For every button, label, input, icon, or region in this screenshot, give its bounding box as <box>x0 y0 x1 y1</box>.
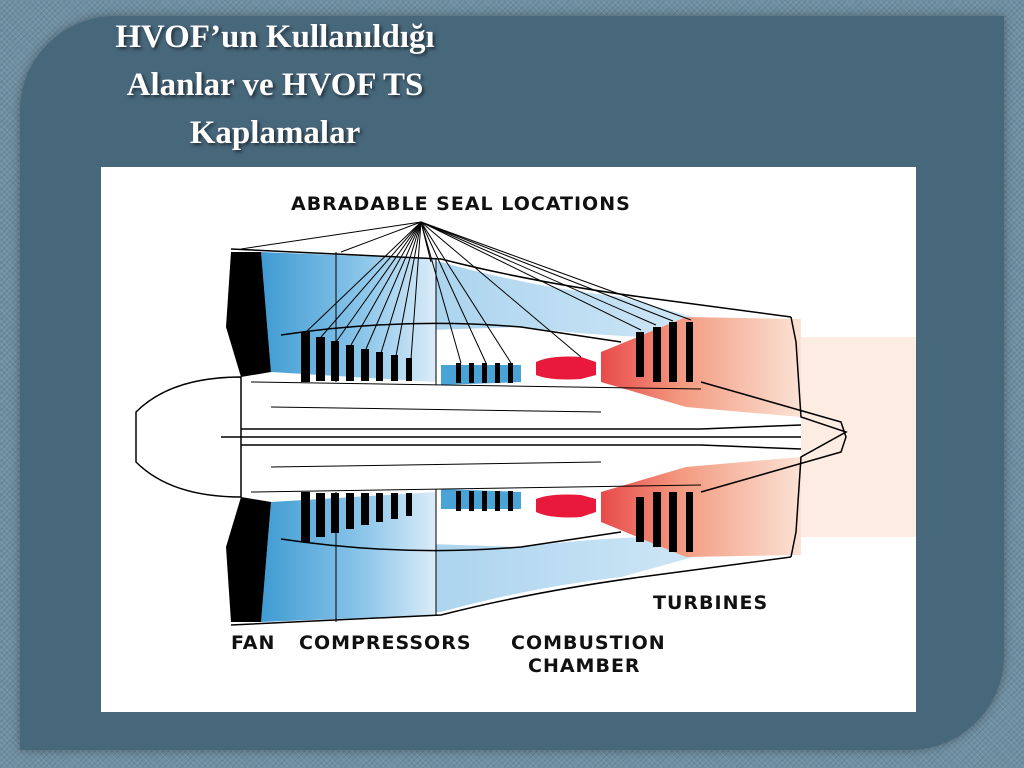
exhaust-plume <box>801 337 916 537</box>
hp-compressor-blades <box>456 363 513 511</box>
engine-cross-section: ABRADABLE SEAL LOCATIONS FAN COMPRESSORS… <box>135 193 916 677</box>
nacelle-outline <box>135 248 848 626</box>
fan-blade-lower <box>226 497 271 622</box>
compressor-blades-upper <box>301 332 412 382</box>
fan-blade-upper <box>226 252 271 377</box>
combustor-upper <box>536 356 596 380</box>
combustor-lower <box>536 494 596 518</box>
title-line-1: HVOF’un Kullanıldığı <box>115 19 435 55</box>
label-compressors: COMPRESSORS <box>299 632 472 654</box>
title-line-3: Kaplamalar <box>189 115 361 151</box>
seal-leader-lines <box>240 221 692 364</box>
label-chamber: CHAMBER <box>528 655 641 677</box>
compressor-blades-lower <box>301 492 412 542</box>
engine-diagram: ABRADABLE SEAL LOCATIONS FAN COMPRESSORS… <box>101 167 916 712</box>
slide-title: HVOF’un Kullanıldığı Alanlar ve HVOF TS … <box>60 13 490 157</box>
label-combustion: COMBUSTION <box>511 632 666 654</box>
turbine-lower <box>601 457 801 557</box>
label-turbines: TURBINES <box>653 592 768 614</box>
title-line-2: Alanlar ve HVOF TS <box>126 67 424 103</box>
inner-structure <box>250 252 702 622</box>
turbine-upper <box>601 317 801 417</box>
label-seal-locations: ABRADABLE SEAL LOCATIONS <box>291 193 631 215</box>
label-fan: FAN <box>231 632 275 654</box>
turbine-blades <box>636 322 693 552</box>
